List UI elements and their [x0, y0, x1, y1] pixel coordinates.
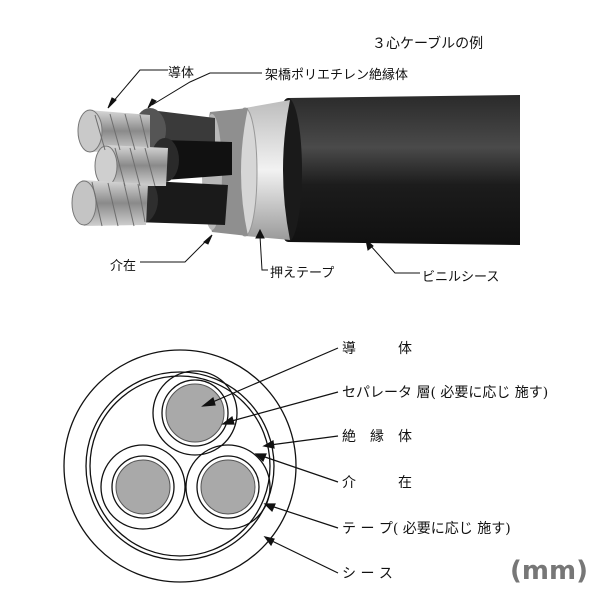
label-filler: 介 在	[342, 475, 412, 491]
separator-bottom-right	[196, 455, 260, 519]
label-conductor-photo: 導体	[168, 66, 195, 81]
label-insulation-photo: 架橋ポリエチレン絶縁体	[265, 68, 409, 83]
sheath-jacket	[274, 95, 520, 245]
sheath-outer-circle	[63, 349, 297, 583]
sheath-inner-circle	[89, 375, 271, 557]
label-tape: テ ー プ( 必要に応じ 施す)	[342, 521, 511, 537]
label-sheath: シ ー ス	[342, 566, 393, 582]
insulation-bottom-right	[185, 444, 271, 530]
diagram-leader-lines	[201, 347, 339, 574]
label-insulation: 絶 縁 体	[342, 429, 412, 445]
conductor-bottom-left	[115, 459, 171, 515]
cross-section	[63, 349, 297, 583]
unit-label: (mm)	[510, 556, 588, 586]
conductor-top	[165, 383, 225, 443]
conductor-cores	[115, 383, 256, 515]
label-binding-tape-photo: 押えテープ	[270, 266, 335, 281]
photo-leader-lines	[107, 69, 420, 274]
insulation-bottom-left	[100, 444, 186, 530]
label-filler-photo: 介在	[110, 259, 137, 274]
stranded-conductors	[71, 109, 168, 227]
figure-title: ３心ケーブルの例	[372, 36, 484, 52]
label-conductor: 導 体	[342, 341, 412, 357]
tape-circle	[85, 371, 275, 561]
label-separator: セパレータ 層( 必要に応じ 施す)	[342, 385, 549, 401]
separator-top	[161, 379, 229, 447]
separator-bottom-left	[111, 455, 175, 519]
insulation-top	[152, 370, 238, 456]
conductor-bottom-right	[200, 459, 256, 515]
label-sheath-photo: ビニルシース	[422, 270, 500, 285]
